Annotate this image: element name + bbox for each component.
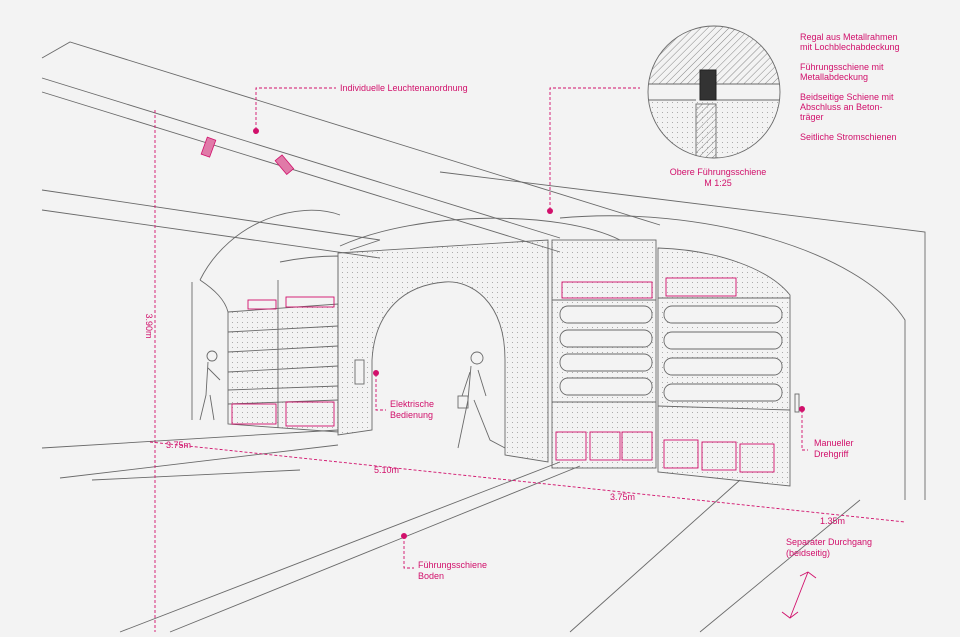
pink-marker-dot [253,128,805,539]
vault-structure [191,171,926,500]
floor-rail-label-1: Führungsschiene [418,560,487,570]
dimension-1: 3.75m [166,440,191,450]
detail-title-2: M 1:25 [704,178,732,188]
lighting-label: Individuelle Leuchtenanordnung [340,83,468,93]
electric-label-1: Elektrische [390,399,434,409]
electric-label-2: Bedienung [390,410,433,420]
legend-both-rail-2: Abschluss an Beton- [800,102,883,112]
dimension-4: 1.35m [820,516,845,526]
right-shelving [551,239,800,487]
ceiling-beams [41,41,661,259]
legend-shelf-2: mit Lochblechabdeckung [800,42,900,52]
passage-label-1: Separater Durchgang [786,537,872,547]
dimension-2: 5.10m [374,465,399,475]
legend-power-rail: Seitliche Stromschienen [800,132,897,142]
legend-both-rail-3: träger [800,112,824,122]
rail-detail-circle [647,25,781,159]
central-arch-wall [337,239,549,463]
manual-label-1: Manueller [814,438,854,448]
spotlight-icon [200,136,295,176]
dimension-lines [149,110,906,632]
legend-rail-2: Metallabdeckung [800,72,868,82]
legend-shelf-1: Regal aus Metallrahmen [800,32,898,42]
height-dimension: 3.90m [144,313,154,338]
passage-label-2: (beidseitig) [786,548,830,558]
legend-both-rail-1: Beidseitige Schiene mit [800,92,894,102]
manual-label-2: Drehgriff [814,449,849,459]
floor-rail-label-2: Boden [418,571,444,581]
double-arrow-icon [781,571,817,619]
left-shelving [199,255,339,433]
person-figure [199,350,506,449]
legend-rail-1: Führungsschiene mit [800,62,884,72]
dimension-3: 3.75m [610,492,635,502]
callout-leaders [255,87,808,569]
detail-title-1: Obere Führungsschiene [670,167,767,177]
floor-lines [41,429,861,633]
